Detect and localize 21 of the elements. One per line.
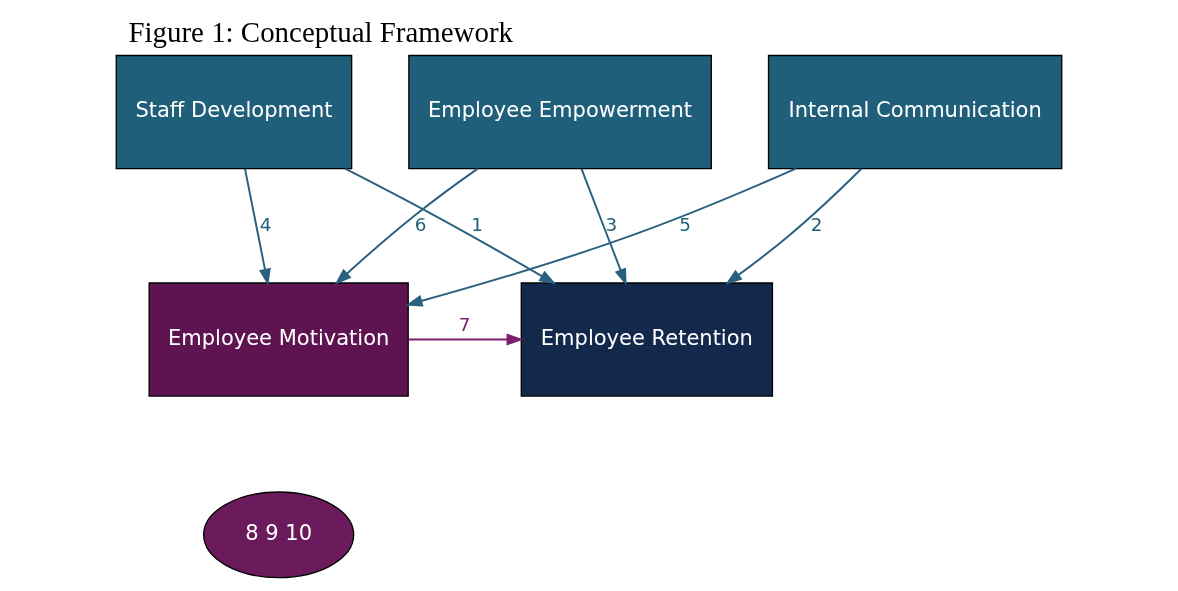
arrow — [405, 167, 797, 307]
arrow — [580, 167, 627, 286]
edge-label: 7 — [458, 313, 471, 335]
arrow — [334, 167, 479, 285]
arrow — [725, 167, 863, 285]
node-ellipse: 8 9 10 — [203, 491, 355, 579]
edge-label: 6 — [414, 213, 427, 235]
node-box: Employee Motivation — [148, 282, 409, 397]
edge-label: 3 — [605, 213, 618, 235]
arrow — [407, 333, 524, 346]
node-box: Staff Development — [115, 54, 353, 170]
edge-label: 4 — [259, 213, 272, 235]
arrow — [244, 167, 271, 286]
node-box: Internal Communication — [767, 54, 1063, 170]
edge-label: 1 — [471, 213, 484, 235]
edge-label: 5 — [679, 213, 691, 235]
edge-label: 2 — [810, 213, 823, 235]
node-box: Employee Retention — [520, 282, 774, 397]
arrow — [344, 167, 557, 285]
diagram-title: Figure 1: Conceptual Framework — [128, 15, 514, 48]
node-box: Employee Empowerment — [408, 54, 712, 170]
